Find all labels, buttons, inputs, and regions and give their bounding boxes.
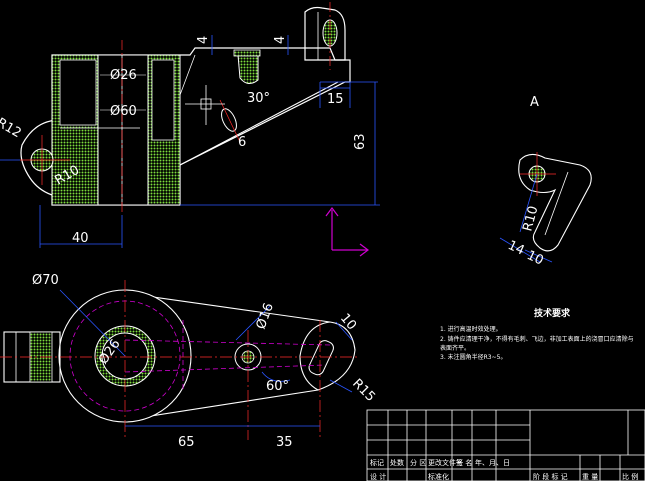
dim-thick-a: 4 [196, 36, 211, 44]
tech-requirement-line: 3. 未注圆角半径R3~5。 [440, 353, 506, 361]
dim-offset: 40 [72, 231, 89, 246]
bore-cut-left [59, 59, 97, 126]
top-dim-small-hole: Ø16 [254, 301, 277, 331]
bore-inner [97, 54, 149, 206]
ucs-icon [325, 207, 369, 257]
aux-dim-height: 10 [524, 248, 545, 269]
slot-centerline [219, 99, 241, 143]
dim-width-top: 15 [327, 92, 344, 107]
dim-angle-front: 30° [247, 91, 270, 106]
rib-diagonal [179, 81, 339, 166]
top-centerlines [0, 280, 360, 440]
aux-view-a: A R10 14 10 [499, 95, 592, 269]
tech-requirement-line: 表面齐平。 [440, 344, 470, 352]
title-block-cell: 年、月、日 [475, 458, 510, 467]
aux-view-outline [518, 153, 592, 252]
top-view: Ø70 Ø26 Ø16 10 60° R15 65 35 [0, 273, 378, 450]
lug-outline [304, 6, 346, 61]
title-block-cell: 签 名 [456, 458, 472, 467]
front-view: Ø26 Ø60 4 4 30° 15 63 6 R10 R12 40 [0, 2, 380, 257]
aux-dim-radius: R10 [520, 204, 541, 233]
title-block-cell: 标准化 [428, 472, 449, 481]
top-view-tangent-lower [124, 389, 319, 421]
top-dim-outer-dia: Ø70 [32, 273, 59, 288]
aux-rib-line [544, 171, 569, 236]
crosshair-cursor [185, 85, 225, 125]
tech-requirement-line: 2. 铸件应清理干净，不得有毛刺、飞边，非加工表面上的浇冒口应清除与 [440, 335, 634, 343]
top-hidden-lines [124, 320, 331, 392]
dim-boss-radius: R12 [0, 115, 24, 141]
top-dim-spacing-a: 65 [178, 435, 195, 450]
title-block-cell: 标记 [370, 458, 384, 467]
top-dim-angle: 60° [266, 379, 289, 394]
title-block-cell: 处数 [390, 458, 404, 467]
aux-view-label: A [530, 95, 539, 110]
title-block-text: 标记 处数 分 区 更改文件号 签 名 年、月、日 设 计 标准化 阶 段 标 … [370, 458, 638, 481]
title-block-cell: 设 计 [370, 472, 386, 481]
aux-dim-width: 14 [505, 238, 526, 259]
top-dim-spacing-b: 35 [276, 435, 293, 450]
tech-requirement-line: 1. 进行高温时效处理。 [440, 325, 502, 333]
title-block-cell: 重 量 [582, 473, 598, 481]
tech-requirements: 技术要求 1. 进行高温时效处理。 2. 铸件应清理干净，不得有毛刺、飞边，非加… [440, 307, 634, 361]
title-block-cell: 分 区 [410, 458, 426, 467]
top-boss-cap [233, 49, 261, 57]
aux-dimension-lines [499, 173, 553, 263]
front-view-outline [20, 47, 351, 206]
top-dim-end-radius: R15 [349, 376, 378, 405]
dim-slot: 6 [238, 135, 246, 150]
title-block-cell: 阶 段 标 记 [533, 472, 568, 481]
title-block [366, 409, 645, 481]
top-view-tangent-upper [124, 292, 331, 323]
title-block-cell: 比 例 [622, 472, 638, 481]
bore-cut-right [151, 59, 175, 141]
top-dimension-lines [59, 289, 353, 427]
title-block-cell: 更改文件号 [428, 458, 463, 467]
dim-height: 63 [353, 133, 368, 150]
dim-bore-inner: Ø26 [110, 68, 137, 83]
dim-thick-b: 4 [273, 36, 288, 44]
dim-bore-outer: Ø60 [110, 104, 137, 119]
slot-hole [221, 108, 237, 132]
end-slot [308, 340, 334, 376]
front-dimension-lines [0, 35, 380, 248]
top-boss-hatch [237, 54, 259, 84]
rib-diagonal-2 [179, 54, 196, 96]
tech-requirements-title: 技术要求 [534, 307, 571, 319]
